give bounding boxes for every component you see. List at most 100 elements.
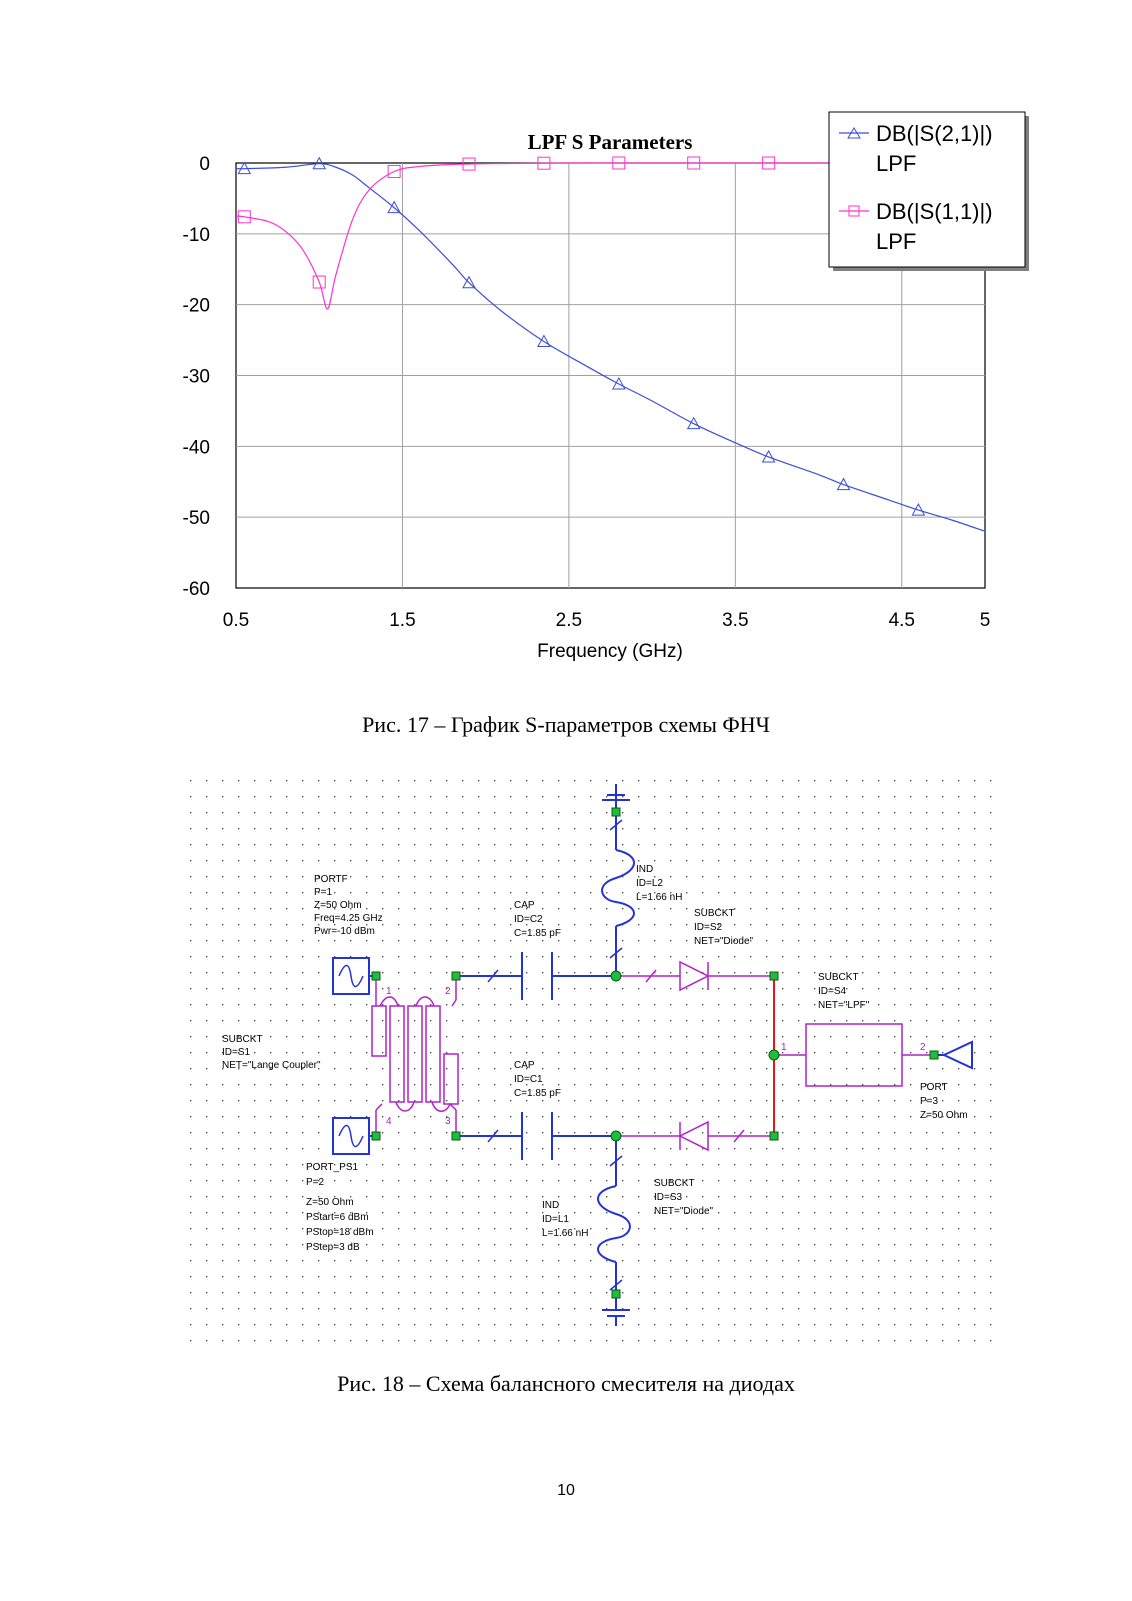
coupler-line-0: SUBCKT bbox=[222, 1034, 263, 1045]
legend-s11-sub: LPF bbox=[876, 229, 916, 254]
coupler-line-1: ID=S1 bbox=[222, 1047, 251, 1058]
series-line-1 bbox=[235, 162, 985, 310]
node-coupler-1 bbox=[371, 971, 381, 981]
portf-line-4: Pwr=-10 dBm bbox=[314, 926, 375, 937]
portf-line-3: Freq=4.25 GHz bbox=[314, 913, 383, 924]
s2-line-2: NET="Diode" bbox=[694, 936, 754, 947]
coupler-pin-3: 3 bbox=[445, 1116, 451, 1127]
s3-line-2: NET="Diode" bbox=[654, 1206, 714, 1217]
balanced-mixer-schematic: 1 2 3 4 bbox=[190, 780, 992, 1342]
l2-line-2: L=1.66 nH bbox=[636, 892, 682, 903]
label-cap-c2: CAP ID=C2 C=1.85 pF bbox=[514, 900, 561, 939]
l1-coil bbox=[597, 1185, 631, 1263]
label-portf: PORTF P=1 Z=50 Ohm Freq=4.25 GHz Pwr=-10… bbox=[314, 874, 383, 937]
label-diode-s3: SUBCKT ID=S3 NET="Diode" bbox=[654, 1178, 714, 1217]
coupler-strip-d bbox=[425, 1005, 441, 1103]
lange-coupler-symbol bbox=[371, 976, 459, 1136]
l2-slash bbox=[609, 819, 623, 831]
junction-bus bbox=[768, 1049, 780, 1061]
c2-slash bbox=[487, 969, 499, 983]
legend-s21-triangle-marker bbox=[847, 127, 861, 139]
figure-18-caption: Рис. 18 – Схема балансного смесителя на … bbox=[337, 1371, 795, 1396]
portf-sine-icon bbox=[338, 964, 364, 988]
port-ps1-sine-icon bbox=[338, 1124, 364, 1148]
label-port-ps1: PORT_PS1 P=2 Z=50 Ohm PStart=6 dBm PStop… bbox=[306, 1162, 374, 1253]
c1-line-0: CAP bbox=[514, 1060, 535, 1071]
inductor-l2-symbol bbox=[601, 800, 635, 976]
l2-line-0: IND bbox=[636, 864, 653, 875]
junction-lower bbox=[610, 1130, 622, 1142]
s3-slash bbox=[733, 1129, 745, 1143]
s4-box bbox=[805, 1023, 903, 1087]
s3-triangle bbox=[678, 1120, 709, 1152]
series-1-square-marker bbox=[687, 156, 701, 170]
node-s2-right bbox=[769, 971, 779, 981]
x-tick-label: 4.5 bbox=[889, 610, 915, 631]
y-tick-label: -50 bbox=[183, 508, 210, 529]
s4-pin-2: 2 bbox=[920, 1042, 926, 1053]
coupler-pin-1: 1 bbox=[386, 986, 392, 997]
coupler-strip-a bbox=[371, 1005, 387, 1057]
s2-line-0: SUBCKT bbox=[694, 908, 735, 919]
y-tick-label: -20 bbox=[183, 296, 210, 317]
series-line-0 bbox=[235, 163, 986, 532]
c2-line-2: C=1.85 pF bbox=[514, 928, 561, 939]
series-0-triangle-marker bbox=[686, 416, 701, 430]
series-0-triangle-marker bbox=[387, 200, 401, 214]
port-portf-symbol bbox=[332, 957, 376, 995]
s2-triangle bbox=[679, 960, 710, 992]
coupler-line-2: NET="Lange Coupler" bbox=[222, 1060, 321, 1071]
capacitor-c2-symbol bbox=[456, 952, 616, 1000]
c1-line-1: ID=C1 bbox=[514, 1074, 543, 1085]
series-1-square-marker bbox=[537, 156, 551, 170]
s2-slash bbox=[645, 969, 657, 983]
label-lpf-s4: SUBCKT ID=S4 NET="LPF" bbox=[818, 972, 870, 1011]
l2-slash-2 bbox=[609, 947, 623, 959]
port-ps1-line-3: PStart=6 dBm bbox=[306, 1212, 369, 1223]
label-coupler: SUBCKT ID=S1 NET="Lange Coupler" bbox=[222, 1034, 321, 1071]
series-0-triangle-marker bbox=[462, 275, 476, 289]
node-coupler-4 bbox=[371, 1131, 381, 1141]
y-tick-label: -10 bbox=[183, 225, 210, 246]
y-tick-label: -30 bbox=[183, 367, 210, 388]
c1-slash bbox=[487, 1129, 499, 1143]
s4-line-0: SUBCKT bbox=[818, 972, 859, 983]
port-ps1-line-0: PORT_PS1 bbox=[306, 1162, 358, 1173]
capacitor-c1-symbol bbox=[456, 1112, 616, 1160]
portf-line-0: PORTF bbox=[314, 874, 348, 885]
label-diode-s2: SUBCKT ID=S2 NET="Diode" bbox=[694, 908, 754, 947]
coupler-pin-4: 4 bbox=[386, 1116, 392, 1127]
legend-entry-s21: DB(|S(2,1)|) LPF bbox=[839, 121, 993, 176]
label-port-3: PORT P=3 Z=50 Ohm bbox=[920, 1082, 968, 1121]
x-tick-label: 5 bbox=[980, 610, 991, 631]
ground-top-icon bbox=[602, 784, 630, 801]
node-l2-ground bbox=[611, 807, 621, 817]
s2-line-1: ID=S2 bbox=[694, 922, 723, 933]
legend-box bbox=[828, 111, 1026, 268]
coupler-top-fingers bbox=[375, 996, 457, 1007]
port3-line-1: P=3 bbox=[920, 1096, 939, 1107]
s4-line-2: NET="LPF" bbox=[818, 1000, 870, 1011]
port-ps1-symbol bbox=[332, 1117, 376, 1155]
portf-line-2: Z=50 Ohm bbox=[314, 900, 362, 911]
port-ps1-line-4: PStop=18 dBm bbox=[306, 1227, 374, 1238]
series-1-square-marker bbox=[312, 275, 326, 289]
legend-s21-sub: LPF bbox=[876, 151, 916, 176]
l2-line-1: ID=L2 bbox=[636, 878, 663, 889]
ground-bottom-icon bbox=[602, 1309, 630, 1326]
node-s3-right bbox=[769, 1131, 779, 1141]
chart-legend: DB(|S(2,1)|) LPF DB(|S(1,1)|) LPF bbox=[828, 111, 1029, 271]
schematic-nodes bbox=[371, 807, 939, 1299]
legend-s21-name: DB(|S(2,1)|) bbox=[876, 121, 993, 146]
s4-line-1: ID=S4 bbox=[818, 986, 847, 997]
s4-pin-1: 1 bbox=[781, 1042, 787, 1053]
node-coupler-3 bbox=[451, 1131, 461, 1141]
port-3-symbol bbox=[934, 1040, 973, 1070]
y-tick-label: 0 bbox=[199, 154, 210, 175]
c1-line-2: C=1.85 pF bbox=[514, 1088, 561, 1099]
l2-coil bbox=[601, 849, 635, 927]
l1-line-0: IND bbox=[542, 1200, 559, 1211]
c2-line-0: CAP bbox=[514, 900, 535, 911]
y-tick-label: -40 bbox=[183, 437, 210, 458]
